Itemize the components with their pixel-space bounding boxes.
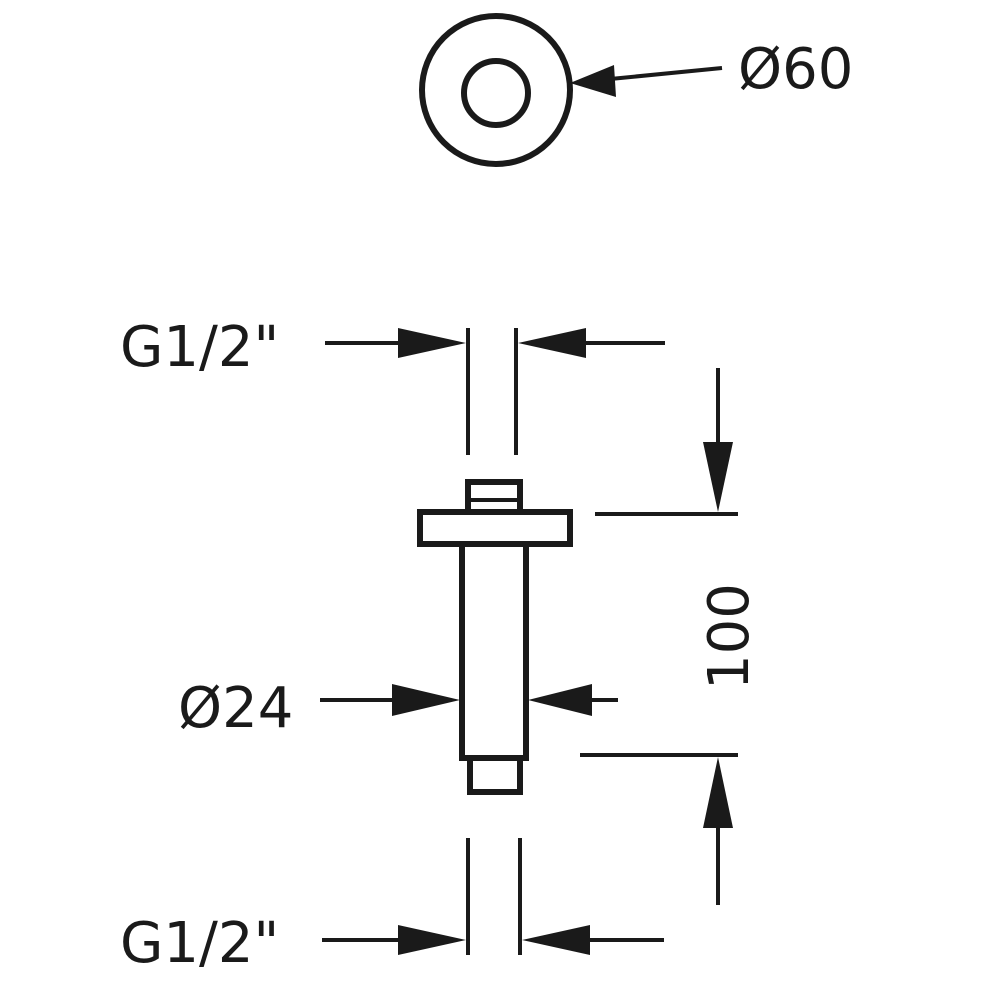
inlet-thread-dimension: G1/2"	[120, 315, 665, 455]
rosette-outer-circle	[419, 13, 573, 167]
length-top-arrow-icon	[703, 442, 733, 512]
outlet-right-arrow-icon	[522, 925, 590, 955]
rosette-top-view	[419, 13, 573, 167]
tube-diameter-label: Ø24	[178, 676, 293, 741]
length-label: 100	[697, 583, 762, 690]
outlet-left-arrow-icon	[398, 925, 466, 955]
inlet-right-arrow-icon	[518, 328, 586, 358]
length-bottom-arrow-icon	[703, 757, 733, 828]
flange-plate	[417, 509, 573, 547]
outlet-thread-label: G1/2"	[120, 911, 279, 976]
bottom-nipple	[467, 755, 523, 795]
diameter-60-callout: Ø60	[570, 37, 853, 102]
arm-side-view	[417, 479, 573, 795]
rosette-inner-circle	[461, 58, 531, 128]
diameter-60-label: Ø60	[738, 37, 853, 102]
tube-left-arrow-icon	[392, 684, 460, 716]
arm-tube	[459, 541, 529, 761]
tube-right-arrow-icon	[528, 684, 592, 716]
inlet-thread-label: G1/2"	[120, 315, 279, 380]
tube-diameter-dimension: Ø24	[178, 676, 618, 741]
length-dimension: 100	[580, 368, 762, 905]
diameter-60-arrow-icon	[570, 65, 616, 97]
inlet-left-arrow-icon	[398, 328, 466, 358]
outlet-thread-dimension: G1/2"	[120, 838, 664, 976]
